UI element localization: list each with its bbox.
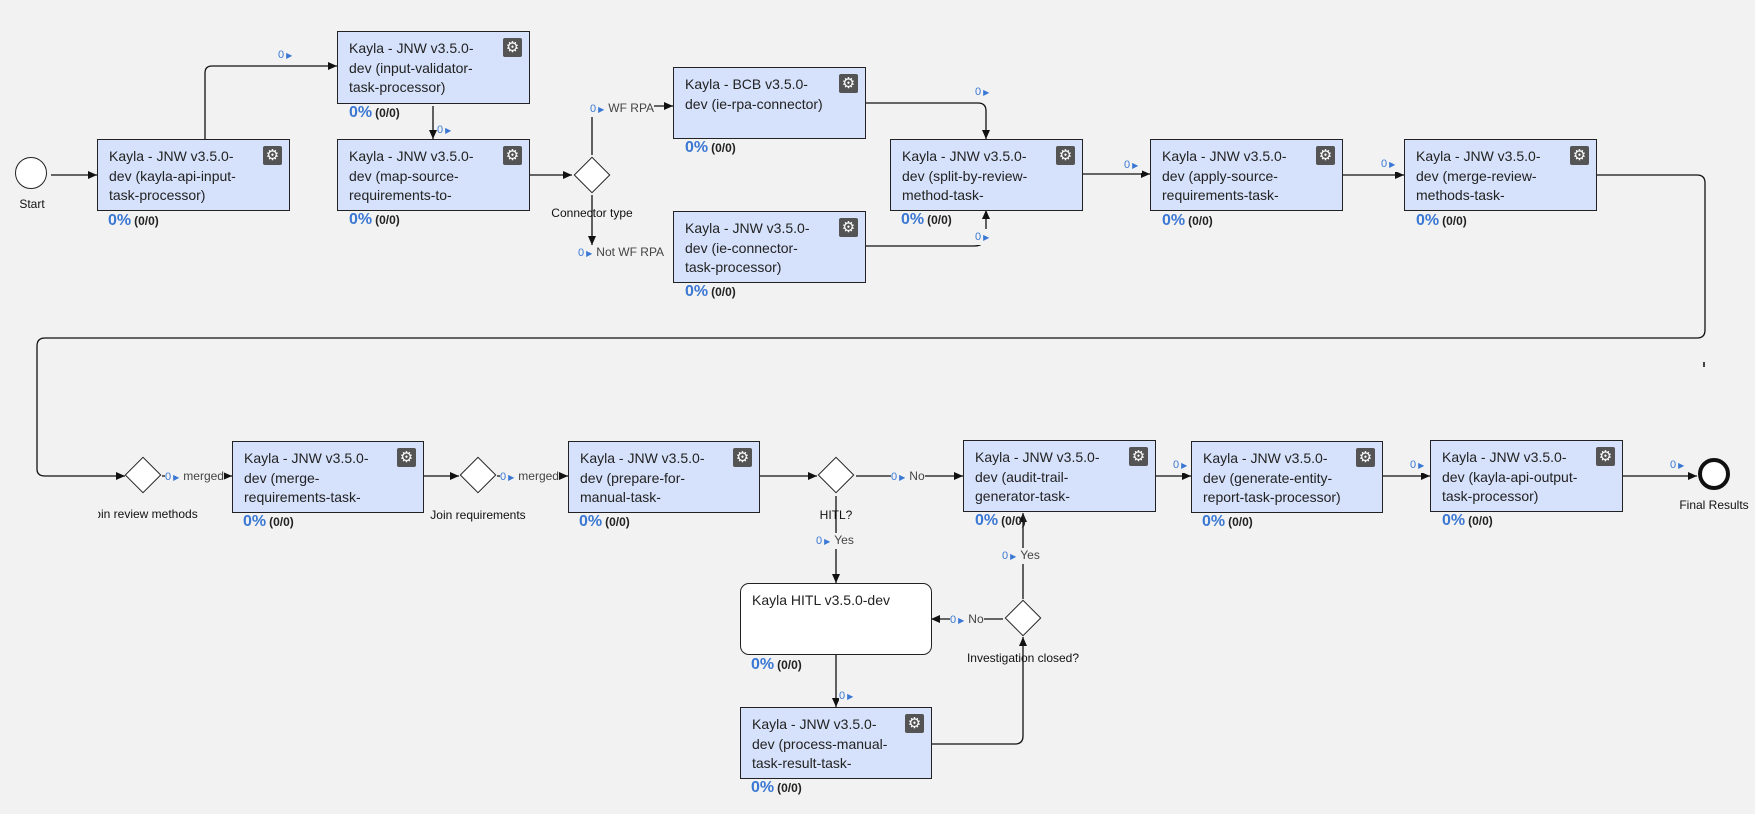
task-split-by-review[interactable]: Kayla - JNW v3.5.0-dev (split-by-review-…: [890, 139, 1083, 211]
task-generate-entity[interactable]: Kayla - JNW v3.5.0-dev (generate-entity-…: [1191, 441, 1383, 513]
gear-icon[interactable]: ⚙: [1316, 146, 1335, 165]
task-title: Kayla - JNW v3.5.0-dev (generate-entity-…: [1203, 450, 1341, 505]
gateway-label: Join review methods: [98, 507, 198, 521]
task-title: Kayla - JNW v3.5.0-dev (apply-source-req…: [1162, 148, 1287, 210]
flow-label: 0▶: [1124, 157, 1143, 173]
task-progress: 0%(0/0): [349, 104, 400, 121]
final-results-event[interactable]: [1698, 458, 1730, 490]
task-progress: 0%(0/0): [1162, 212, 1213, 229]
gear-icon[interactable]: ⚙: [397, 448, 416, 467]
task-title: Kayla - JNW v3.5.0-dev (process-manual-t…: [752, 716, 888, 778]
canvas-marker: [1703, 362, 1705, 367]
gear-icon[interactable]: ⚙: [503, 38, 522, 57]
flow-input-to-validator: [204, 62, 337, 140]
task-map-source[interactable]: Kayla - JNW v3.5.0-dev (map-source-requi…: [337, 139, 530, 211]
flow-label: 0▶: [278, 47, 297, 63]
flow-label: 0▶Not WF RPA: [578, 245, 665, 261]
task-title: Kayla - JNW v3.5.0-dev (input-validator-…: [349, 40, 474, 95]
task-progress: 0%(0/0): [579, 513, 630, 530]
task-progress: 0%(0/0): [685, 139, 736, 156]
start-event[interactable]: [15, 157, 47, 189]
task-title: Kayla - JNW v3.5.0-dev (kayla-api-input-…: [109, 148, 236, 203]
gear-icon[interactable]: ⚙: [1356, 448, 1375, 467]
flow-label: 0▶No: [950, 612, 984, 628]
flow-label: 0▶WF RPA: [590, 101, 655, 117]
flow-label: 0▶No: [891, 469, 925, 485]
task-kayla-api-output[interactable]: Kayla - JNW v3.5.0-dev (kayla-api-output…: [1430, 440, 1623, 512]
task-title: Kayla - JNW v3.5.0-dev (merge-review-met…: [1416, 148, 1541, 210]
task-apply-source[interactable]: Kayla - JNW v3.5.0-dev (apply-source-req…: [1150, 139, 1343, 211]
flow-label: 0▶: [839, 688, 858, 704]
flow-label: 0▶Yes: [816, 533, 854, 549]
gateway-label: Investigation closed?: [966, 651, 1080, 665]
gear-icon[interactable]: ⚙: [1129, 447, 1148, 466]
flow-label: 0▶merged: [165, 469, 224, 485]
task-progress: 0%(0/0): [1416, 212, 1467, 229]
task-title: Kayla - JNW v3.5.0-dev (split-by-review-…: [902, 148, 1028, 210]
task-title: Kayla - JNW v3.5.0-dev (prepare-for-manu…: [580, 450, 705, 512]
task-progress: 0%(0/0): [1442, 512, 1493, 529]
flow-label: 0▶: [1173, 457, 1192, 473]
task-prepare-manual[interactable]: Kayla - JNW v3.5.0-dev (prepare-for-manu…: [568, 441, 760, 513]
task-progress: 0%(0/0): [108, 212, 159, 229]
task-title: Kayla - JNW v3.5.0-dev (merge-requiremen…: [244, 450, 369, 512]
final-results-label: Final Results: [1679, 498, 1749, 512]
gear-icon[interactable]: ⚙: [1570, 146, 1589, 165]
task-progress: 0%(0/0): [349, 211, 400, 228]
start-event-label: Start: [19, 197, 45, 211]
flow-label: 0▶: [1410, 457, 1429, 473]
flow-label: 0▶: [975, 229, 994, 245]
flow-label: 0▶: [975, 84, 994, 100]
task-ie-connector[interactable]: Kayla - JNW v3.5.0-dev (ie-connector-tas…: [673, 211, 866, 283]
task-title: Kayla - BCB v3.5.0-dev (ie-rpa-connector…: [685, 76, 823, 112]
gear-icon[interactable]: ⚙: [263, 146, 282, 165]
flow-merge-to-join-review: [36, 174, 1706, 480]
task-kayla-hitl[interactable]: Kayla HITL v3.5.0-dev: [740, 583, 932, 655]
gateway-label: Join requirements: [430, 508, 526, 522]
task-ie-rpa[interactable]: Kayla - BCB v3.5.0-dev (ie-rpa-connector…: [673, 67, 866, 139]
task-process-manual[interactable]: Kayla - JNW v3.5.0-dev (process-manual-t…: [740, 707, 932, 779]
flow-label: 0▶merged: [500, 469, 559, 485]
task-title: Kayla - JNW v3.5.0-dev (audit-trail-gene…: [975, 449, 1100, 511]
gateway-label: Connector type: [551, 206, 633, 220]
task-progress: 0%(0/0): [975, 512, 1026, 529]
flow-rpa-to-split: [866, 102, 990, 139]
task-progress: 0%(0/0): [751, 779, 802, 796]
task-progress: 0%(0/0): [1202, 513, 1253, 530]
flow-label: 0▶Yes: [1002, 548, 1040, 564]
task-title: Kayla - JNW v3.5.0-dev (kayla-api-output…: [1442, 449, 1578, 504]
gear-icon[interactable]: ⚙: [503, 146, 522, 165]
flow-label: 0▶: [1670, 457, 1689, 473]
gear-icon[interactable]: ⚙: [1596, 447, 1615, 466]
gear-icon[interactable]: ⚙: [733, 448, 752, 467]
task-title: Kayla - JNW v3.5.0-dev (ie-connector-tas…: [685, 220, 810, 275]
gear-icon[interactable]: ⚙: [839, 74, 858, 93]
task-input-validator[interactable]: Kayla - JNW v3.5.0-dev (input-validator-…: [337, 31, 530, 104]
task-progress: 0%(0/0): [243, 513, 294, 530]
task-kayla-api-input[interactable]: Kayla - JNW v3.5.0-dev (kayla-api-input-…: [97, 139, 290, 211]
gear-icon[interactable]: ⚙: [905, 714, 924, 733]
flow-label: 0▶: [437, 122, 456, 138]
task-audit-trail[interactable]: Kayla - JNW v3.5.0-dev (audit-trail-gene…: [963, 440, 1156, 512]
task-title: Kayla HITL v3.5.0-dev: [752, 592, 890, 608]
task-merge-requirements[interactable]: Kayla - JNW v3.5.0-dev (merge-requiremen…: [232, 441, 424, 513]
task-progress: 0%(0/0): [751, 656, 802, 673]
task-title: Kayla - JNW v3.5.0-dev (map-source-requi…: [349, 148, 474, 210]
task-progress: 0%(0/0): [901, 211, 952, 228]
task-progress: 0%(0/0): [685, 283, 736, 300]
task-merge-review[interactable]: Kayla - JNW v3.5.0-dev (merge-review-met…: [1404, 139, 1597, 211]
flow-label: 0▶: [1381, 156, 1400, 172]
gear-icon[interactable]: ⚙: [839, 218, 858, 237]
gateway-label: HITL?: [819, 508, 853, 522]
flow-process-to-investigation: [931, 637, 1027, 745]
gear-icon[interactable]: ⚙: [1056, 146, 1075, 165]
gateway-label-clip: Join review methods: [98, 507, 200, 523]
